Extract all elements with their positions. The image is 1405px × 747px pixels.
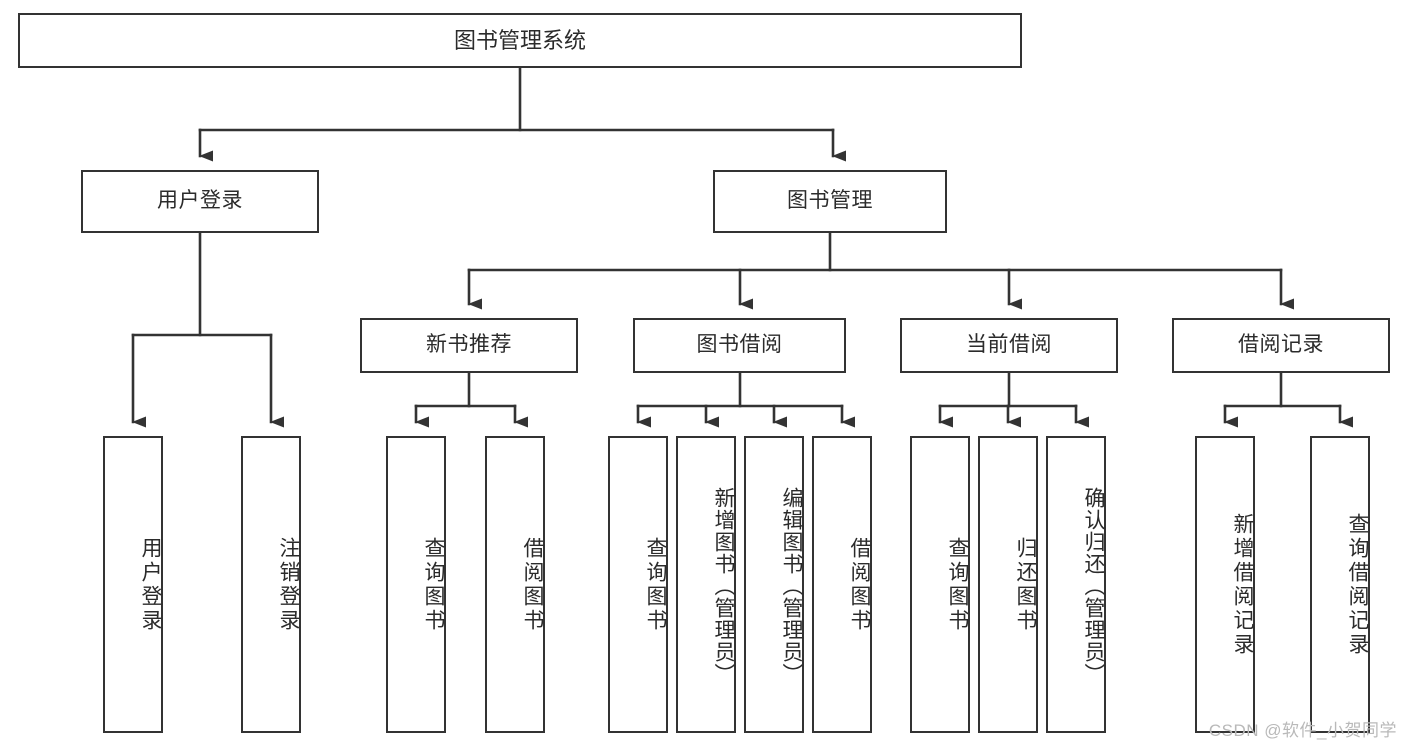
node-root-system[interactable]: 图书管理系统 [18, 13, 1022, 68]
node-label: 查询借阅记录 [1346, 512, 1369, 657]
node-new-book-recommend[interactable]: 新书推荐 [360, 318, 578, 373]
leaf-record-add-record[interactable]: 新增借阅记录 [1195, 436, 1255, 733]
node-borrow-record[interactable]: 借阅记录 [1172, 318, 1390, 373]
node-label: 编辑图书（管理员） [780, 486, 803, 685]
node-label: 新增图书（管理员） [712, 486, 735, 685]
node-user-login[interactable]: 用户登录 [81, 170, 319, 233]
node-label: 图书管理系统 [453, 27, 586, 53]
node-label: 图书借阅 [696, 333, 783, 357]
leaf-borrow-edit-book-admin[interactable]: 编辑图书（管理员） [744, 436, 804, 733]
node-label: 查询图书 [644, 536, 667, 633]
leaf-current-confirm-return-admin[interactable]: 确认归还（管理员） [1046, 436, 1106, 733]
node-book-borrow[interactable]: 图书借阅 [633, 318, 846, 373]
node-label: 查询图书 [946, 536, 969, 633]
node-current-borrow[interactable]: 当前借阅 [900, 318, 1118, 373]
leaf-user-login-logout[interactable]: 注销登录 [241, 436, 301, 733]
node-label: 用户登录 [157, 189, 243, 213]
node-book-management[interactable]: 图书管理 [713, 170, 947, 233]
leaf-record-query-record[interactable]: 查询借阅记录 [1310, 436, 1370, 733]
node-label: 借阅图书 [521, 536, 544, 633]
leaf-user-login-login[interactable]: 用户登录 [103, 436, 163, 733]
leaf-recommend-borrow-book[interactable]: 借阅图书 [485, 436, 545, 733]
node-label: 新增借阅记录 [1231, 512, 1254, 657]
node-label: 确认归还（管理员） [1082, 486, 1105, 685]
node-label: 归还图书 [1014, 536, 1037, 633]
node-label: 当前借阅 [966, 333, 1052, 357]
node-label: 用户登录 [139, 536, 162, 633]
leaf-borrow-borrow-book[interactable]: 借阅图书 [812, 436, 872, 733]
node-label: 图书管理 [787, 189, 873, 213]
watermark-text: CSDN @软件_小贺同学 [1208, 721, 1397, 740]
node-label: 借阅记录 [1238, 333, 1324, 357]
leaf-borrow-query-book[interactable]: 查询图书 [608, 436, 668, 733]
leaf-recommend-query-book[interactable]: 查询图书 [386, 436, 446, 733]
node-label: 借阅图书 [848, 536, 871, 633]
node-label: 新书推荐 [426, 333, 512, 357]
leaf-borrow-add-book-admin[interactable]: 新增图书（管理员） [676, 436, 736, 733]
node-label: 注销登录 [277, 536, 300, 633]
leaf-current-query-book[interactable]: 查询图书 [910, 436, 970, 733]
leaf-current-return-book[interactable]: 归还图书 [978, 436, 1038, 733]
node-label: 查询图书 [422, 536, 445, 633]
